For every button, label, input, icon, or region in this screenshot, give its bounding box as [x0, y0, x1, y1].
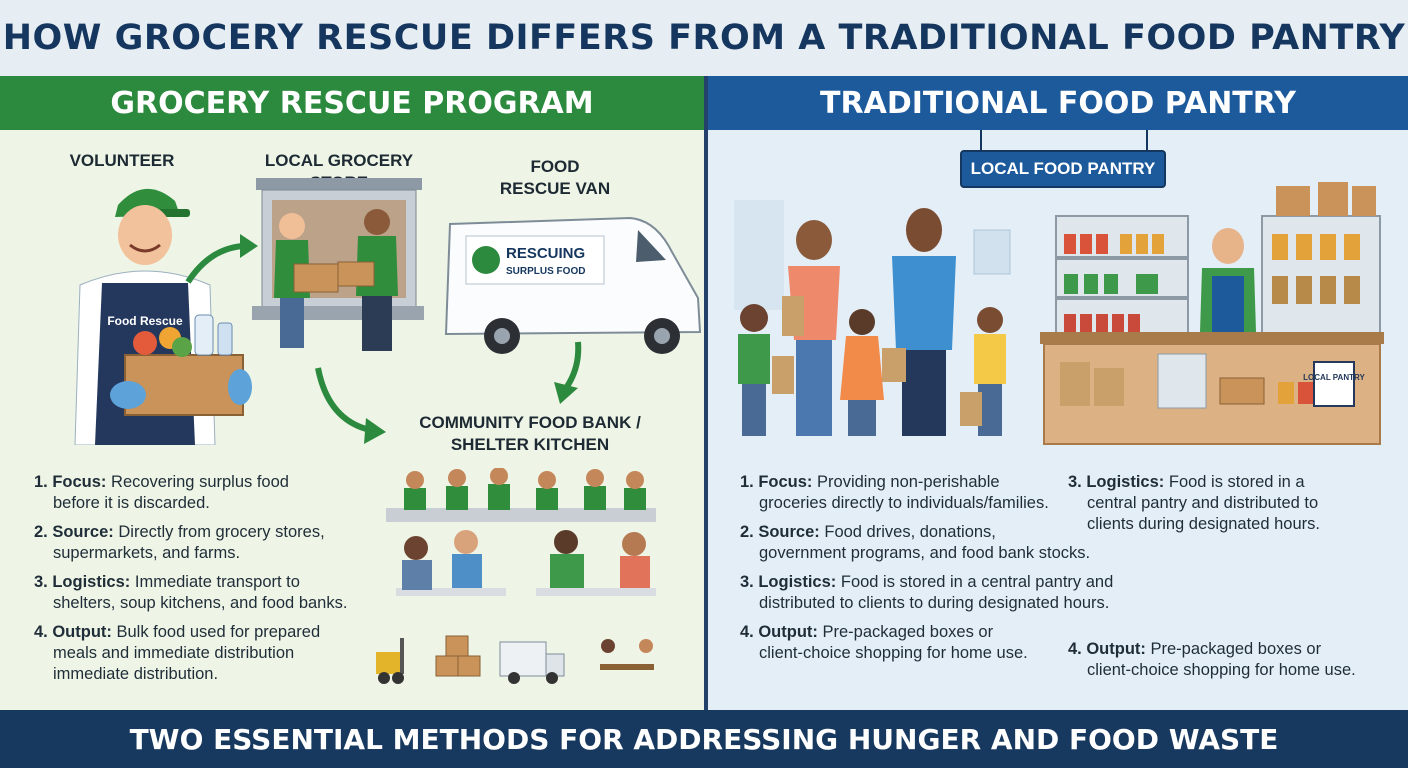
list-item: 3. Logistics: Immediate transport to she…	[34, 573, 348, 612]
grocery-rescue-list: 1. Focus: Recovering surplus food before…	[34, 472, 394, 693]
food-pantry-list-secondary: 3. Logistics: Food is stored in a centra…	[1068, 472, 1398, 689]
family-illustration	[734, 200, 1011, 436]
food-pantry-list-main: 1. Focus: Providing non-perishable groce…	[740, 472, 1140, 672]
grocery-rescue-heading: GROCERY RESCUE PROGRAM	[0, 76, 704, 130]
food-bank-label: COMMUNITY FOOD BANK / SHELTER KITCHEN	[419, 413, 641, 454]
sign-pole-left	[980, 130, 982, 152]
list-item: 1. Focus: Providing non-perishable groce…	[740, 473, 1049, 512]
food-pantry-heading: TRADITIONAL FOOD PANTRY	[708, 76, 1408, 130]
arrow-to-food-bank	[315, 367, 386, 444]
list-item: 1. Focus: Recovering surplus food before…	[34, 473, 289, 512]
shelter-kitchen-illustration	[386, 468, 656, 596]
van-label: FOOD RESCUE VAN	[499, 157, 611, 198]
logistics-icons	[376, 635, 654, 684]
list-item: 3. Logistics: Food is stored in a centra…	[1068, 473, 1320, 533]
panel-divider	[704, 76, 708, 710]
rescue-van-illustration: RESCUING SURPLUS FOOD	[444, 216, 702, 354]
arrow-to-store	[185, 234, 258, 284]
local-food-pantry-sign: LOCAL FOOD PANTRY	[960, 150, 1166, 188]
apron-text: Food Rescue	[107, 314, 183, 328]
van-sign-line2: SURPLUS FOOD	[506, 266, 585, 277]
list-item: 3. Logistics: Food is stored in a centra…	[740, 573, 1114, 612]
pantry-counter-illustration: LOCAL PANTRY	[1040, 182, 1384, 445]
list-item: 4. Output: Pre-packaged boxes or client-…	[740, 623, 1028, 662]
footer-banner: TWO ESSENTIAL METHODS FOR ADDRESSING HUN…	[0, 710, 1408, 768]
volunteer-label: VOLUNTEER	[69, 151, 175, 170]
page-title: HOW GROCERY RESCUE DIFFERS FROM A TRADIT…	[2, 18, 1406, 58]
arrow-van-down	[554, 341, 582, 404]
list-item: 2. Source: Food drives, donations, gover…	[740, 523, 1091, 562]
list-item: 4. Output: Bulk food used for prepared m…	[34, 623, 321, 683]
volunteer-illustration: Food Rescue	[74, 188, 252, 445]
counter-sign-text: LOCAL PANTRY	[1303, 373, 1365, 382]
list-item: 2. Source: Directly from grocery stores,…	[34, 523, 325, 562]
title-bar: HOW GROCERY RESCUE DIFFERS FROM A TRADIT…	[0, 0, 1408, 76]
grocery-store-illustration	[252, 178, 424, 351]
van-sign-line1: RESCUING	[506, 245, 585, 262]
list-item: 4. Output: Pre-packaged boxes or client-…	[1068, 640, 1356, 679]
sign-pole-right	[1146, 130, 1148, 152]
